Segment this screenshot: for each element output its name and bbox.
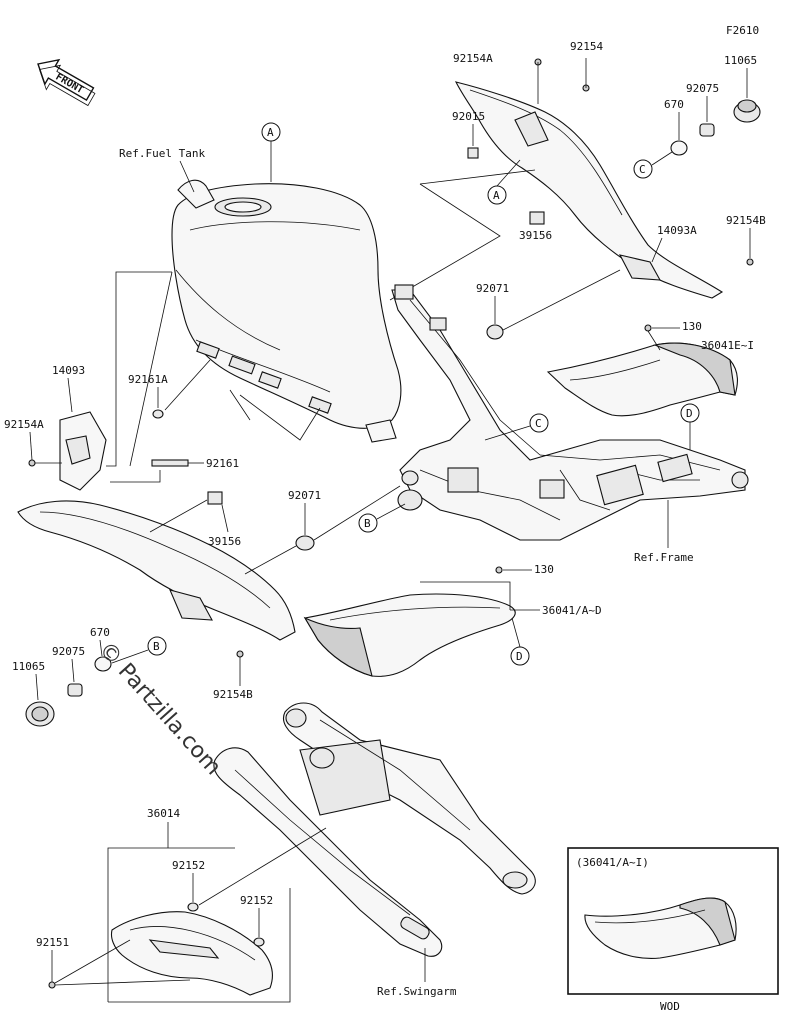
part-36041-a-d: 36041/A~D (542, 604, 602, 617)
callout-a-tank-label: A (267, 126, 274, 139)
part-11065-left: 11065 (12, 660, 45, 673)
inset-caption: WOD (660, 1000, 680, 1013)
grommet-92071-right-icon (486, 324, 504, 340)
nut-92152-b-icon (253, 937, 265, 947)
part-39156-right: 39156 (519, 229, 552, 242)
callout-c-mid-label: C (535, 417, 542, 430)
part-92075-left: 92075 (52, 645, 85, 658)
cowl-36041e-i (546, 342, 738, 417)
part-39156-left: 39156 (208, 535, 241, 548)
part-36014: 36014 (147, 807, 180, 820)
part-92152-b: 92152 (240, 894, 273, 907)
pad-39156-left-icon (207, 491, 223, 505)
bolt-92151-icon (48, 981, 56, 989)
screw-92154b-right-icon (746, 258, 754, 266)
grommet-11065-right-icon (733, 99, 761, 123)
part-92015: 92015 (452, 110, 485, 123)
bolt-130-upper-icon (644, 324, 652, 332)
part-92151: 92151 (36, 936, 69, 949)
callout-b-left (147, 636, 167, 656)
part-14093a: 14093A (657, 224, 697, 237)
fuel-tank-outline (171, 179, 402, 443)
part-92161a: 92161A (128, 373, 168, 386)
screw-92154b-left-icon (236, 650, 244, 658)
bolt-130-lower-icon (495, 566, 503, 574)
callout-c-mid (529, 413, 549, 433)
inset-title: (36041/A~I) (576, 856, 649, 869)
ref-swingarm-label: Ref.Swingarm (377, 985, 457, 998)
part-92154a-top: 92154A (453, 52, 493, 65)
part-92154b-right: 92154B (726, 214, 766, 227)
part-670-left: 670 (90, 626, 110, 639)
damper-92075-right-icon (699, 123, 715, 137)
screw-92154a-left-icon (28, 459, 36, 467)
cowl-36041-a-d (303, 593, 516, 677)
part-670-right: 670 (664, 98, 684, 111)
chain-cover-36014 (110, 911, 273, 996)
part-92152-a: 92152 (172, 859, 205, 872)
callout-a-right-label: A (493, 189, 500, 202)
pad-39156-right-icon (529, 211, 545, 225)
part-92154-top: 92154 (570, 40, 603, 53)
inset-frame (567, 847, 779, 995)
callout-b-mid-label: B (364, 517, 371, 530)
swingarm-outline (213, 702, 536, 957)
part-92075-right: 92075 (686, 82, 719, 95)
damper-92075-left-icon (67, 683, 83, 697)
part-36041e-i: 36041E~I (701, 339, 754, 352)
part-14093: 14093 (52, 364, 85, 377)
ring-670-left-icon (94, 656, 112, 672)
frame-outline (391, 284, 749, 541)
ring-670-right-icon (670, 140, 688, 156)
part-92154b-left: 92154B (213, 688, 253, 701)
grommet-11065-left-icon (25, 701, 55, 727)
callout-d-lower-label: D (516, 650, 523, 663)
callout-c-top-label: C (639, 163, 646, 176)
callout-b-left-label: B (153, 640, 160, 653)
part-92071-mid: 92071 (288, 489, 321, 502)
part-130-lower: 130 (534, 563, 554, 576)
part-92154a-left: 92154A (4, 418, 44, 431)
ref-frame-label: Ref.Frame (634, 551, 694, 564)
clip-92015-icon (467, 147, 479, 159)
callout-d-mid-label: D (686, 407, 693, 420)
clip-92161a-icon (152, 409, 164, 419)
callout-c-top (633, 159, 653, 179)
watermark: © Partzilla.com (94, 637, 226, 780)
part-130-upper: 130 (682, 320, 702, 333)
part-92071-right: 92071 (476, 282, 509, 295)
callout-b-mid (358, 513, 378, 533)
part-92161: 92161 (206, 457, 239, 470)
strip-92161-icon (151, 459, 189, 467)
figure-code: F2610 (726, 24, 759, 37)
grommet-92071-mid-icon (295, 535, 315, 551)
nut-92152-a-icon (187, 902, 199, 912)
front-arrow-icon: FRONT (37, 58, 96, 107)
part-11065-right: 11065 (724, 54, 757, 67)
ref-fuel-tank-label: Ref.Fuel Tank (119, 147, 205, 160)
inset-cowl (584, 897, 737, 959)
side-cover-right-upper (454, 81, 724, 299)
side-cover-left (17, 411, 296, 641)
